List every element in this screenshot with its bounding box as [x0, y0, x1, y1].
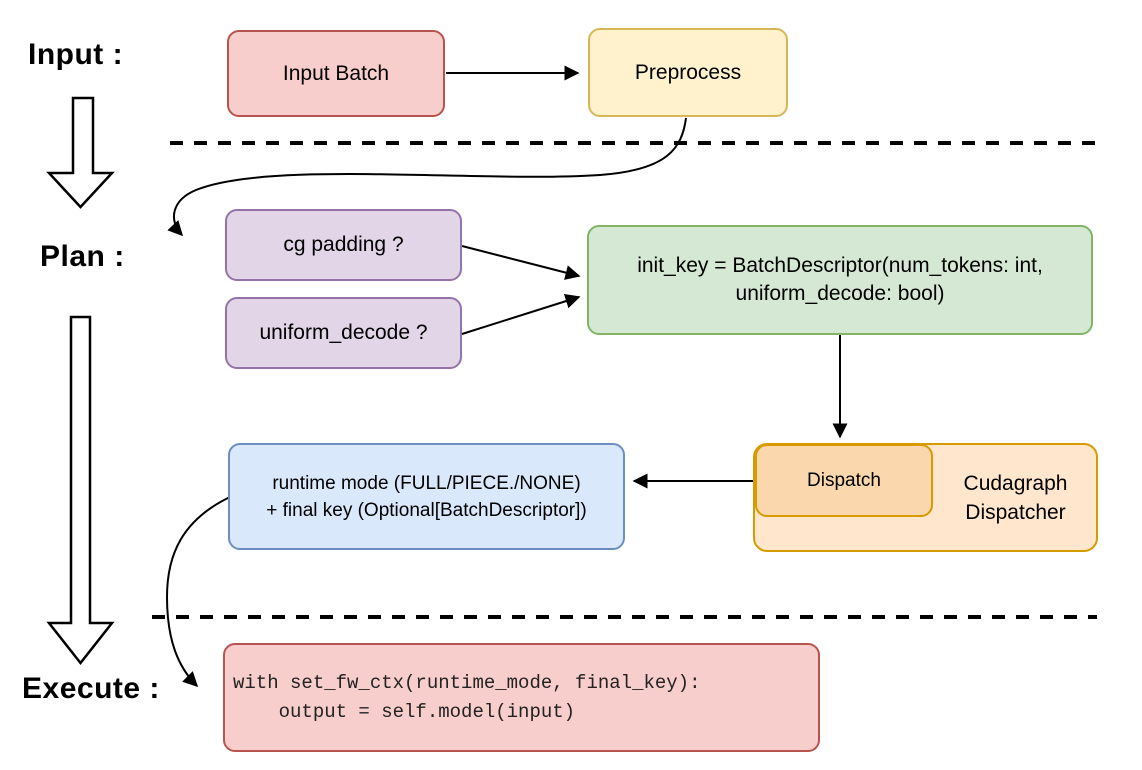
node-execute-code-line1: with set_fw_ctx(runtime_mode, final_key)…: [233, 671, 701, 694]
node-cudagraph-dispatcher-line2: Dispatcher: [965, 500, 1066, 524]
node-input-batch-label: Input Batch: [282, 61, 390, 85]
node-runtime-mode: runtime mode (FULL/PIECE./NONE) + final …: [228, 443, 625, 550]
node-cg-padding-label: cg padding ?: [283, 233, 404, 256]
node-uniform-decode-label: uniform_decode ?: [259, 321, 428, 344]
arrow-runtime-mode-to-execute-code: [165, 496, 231, 688]
node-init-key: init_key = BatchDescriptor(num_tokens: i…: [587, 225, 1093, 335]
node-cudagraph-dispatcher-label: Cudagraph Dispatcher: [933, 443, 1098, 552]
stage-label-execute: Execute :: [22, 672, 160, 705]
node-cg-padding: cg padding ?: [225, 209, 462, 281]
arrow-cg-padding-to-init-key: [461, 245, 581, 280]
node-preprocess-label: Preprocess: [634, 60, 742, 84]
node-runtime-mode-line1: runtime mode (FULL/PIECE./NONE): [272, 472, 581, 494]
node-execute-code: with set_fw_ctx(runtime_mode, final_key)…: [223, 643, 820, 752]
node-runtime-mode-line2: + final key (Optional[BatchDescriptor]): [266, 499, 587, 521]
node-execute-code-line2: output = self.model(input): [233, 700, 576, 723]
plan-to-execute-hollow-arrow: [46, 315, 115, 666]
arrow-uniform-decode-to-init-key: [461, 293, 581, 335]
node-init-key-line1: init_key = BatchDescriptor(num_tokens: i…: [637, 254, 1043, 277]
node-uniform-decode: uniform_decode ?: [225, 297, 462, 369]
node-preprocess: Preprocess: [588, 28, 788, 117]
node-dispatch: Dispatch: [755, 444, 933, 517]
node-init-key-line2: uniform_decode: bool): [735, 282, 945, 305]
input-to-plan-hollow-arrow: [46, 96, 115, 209]
node-cudagraph-dispatcher-line1: Cudagraph: [963, 471, 1068, 495]
stage-label-input: Input :: [28, 38, 124, 71]
stage-label-plan: Plan :: [40, 240, 125, 273]
node-input-batch: Input Batch: [227, 30, 445, 117]
node-dispatch-label: Dispatch: [807, 469, 881, 491]
